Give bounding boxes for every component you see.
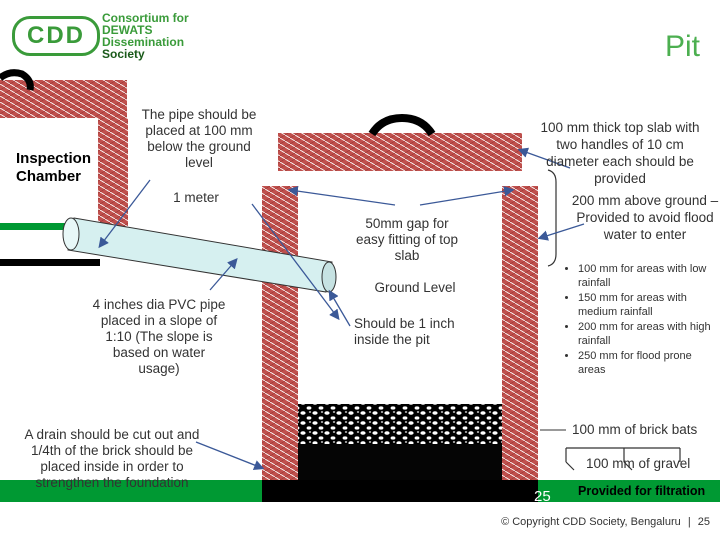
pvc-pipe xyxy=(62,217,337,293)
rainfall-item-low: 100 mm for areas with low rainfall xyxy=(578,262,716,290)
pvc-pipe-note: 4 inches dia PVC pipe placed in a slope … xyxy=(92,297,226,376)
gravel-bracket xyxy=(565,447,681,471)
copyright-text: © Copyright CDD Society, Bengaluru xyxy=(501,516,681,528)
rainfall-item-flood: 250 mm for flood prone areas xyxy=(578,349,716,377)
arrow-drain xyxy=(195,441,265,470)
arrow-pipe-depth xyxy=(98,179,151,249)
filtration-label: Provided for filtration xyxy=(578,484,706,498)
logo-line-3: Dissemination xyxy=(102,35,185,49)
arrow-inside-pit xyxy=(328,289,351,327)
cdd-logo-mark: CDD xyxy=(12,16,100,56)
arrow-one-meter xyxy=(251,203,340,321)
inspection-chamber-top xyxy=(0,80,127,118)
pipe-depth-note: The pipe should be placed at 100 mm belo… xyxy=(141,107,257,170)
gravel-layer-bottom xyxy=(262,480,538,502)
inspection-chamber-label: Inspection Chamber xyxy=(16,150,92,185)
cdd-logo-text: Consortium for DEWATS Dissemination Soci… xyxy=(102,12,189,60)
rainfall-item-medium: 150 mm for areas with medium rainfall xyxy=(578,291,716,319)
brick-bats-layer xyxy=(298,404,502,444)
cdd-logo: CDD Consortium for DEWATS Dissemination … xyxy=(12,12,192,66)
top-slab-note: 100 mm thick top slab with two handles o… xyxy=(540,120,700,186)
arrow-pvc xyxy=(209,258,238,291)
top-slab xyxy=(278,133,522,171)
pit-wall-right xyxy=(502,186,538,480)
arrow-gap-right xyxy=(419,186,515,206)
arrow-above-ground xyxy=(537,223,585,241)
drain-note: A drain should be cut out and 1/4th of t… xyxy=(24,427,200,490)
one-meter-label: 1 meter xyxy=(173,190,219,205)
gap-note: 50mm gap for easy fitting of top slab xyxy=(355,216,459,263)
arrow-top-slab xyxy=(517,147,571,169)
above-ground-note: 200 mm above ground – Provided to avoid … xyxy=(571,193,719,242)
footer-separator: | xyxy=(687,516,691,528)
rainfall-list: 100 mm for areas with low rainfall 150 m… xyxy=(566,262,716,378)
rainfall-item-high: 200 mm for areas with high rainfall xyxy=(578,320,716,348)
black-pipe xyxy=(0,259,100,266)
arrow-gap-left xyxy=(287,185,396,206)
ground-level-label: Ground Level xyxy=(374,280,456,295)
inspection-chamber-wall xyxy=(98,118,128,230)
brick-bats-label: 100 mm of brick bats xyxy=(572,422,698,437)
footer: © Copyright CDD Society, Bengaluru | 25 xyxy=(460,516,710,528)
pit-wall-left xyxy=(262,186,298,480)
green-pipe xyxy=(0,223,100,230)
logo-line-4: Society xyxy=(102,47,145,61)
above-ground-bracket xyxy=(547,169,557,267)
logo-line-1: Consortium for xyxy=(102,11,189,25)
page-number-left: 25 xyxy=(534,488,551,505)
page-title: Pit xyxy=(664,30,700,63)
chamber-handle xyxy=(0,69,34,91)
inside-pit-note: Should be 1 inch inside the pit xyxy=(354,316,455,347)
page-number-right: 25 xyxy=(697,516,710,528)
gravel-label: 100 mm of gravel xyxy=(586,456,691,471)
logo-line-2: DEWATS xyxy=(102,23,153,37)
gravel-layer xyxy=(298,444,502,480)
slab-handle xyxy=(368,113,436,137)
